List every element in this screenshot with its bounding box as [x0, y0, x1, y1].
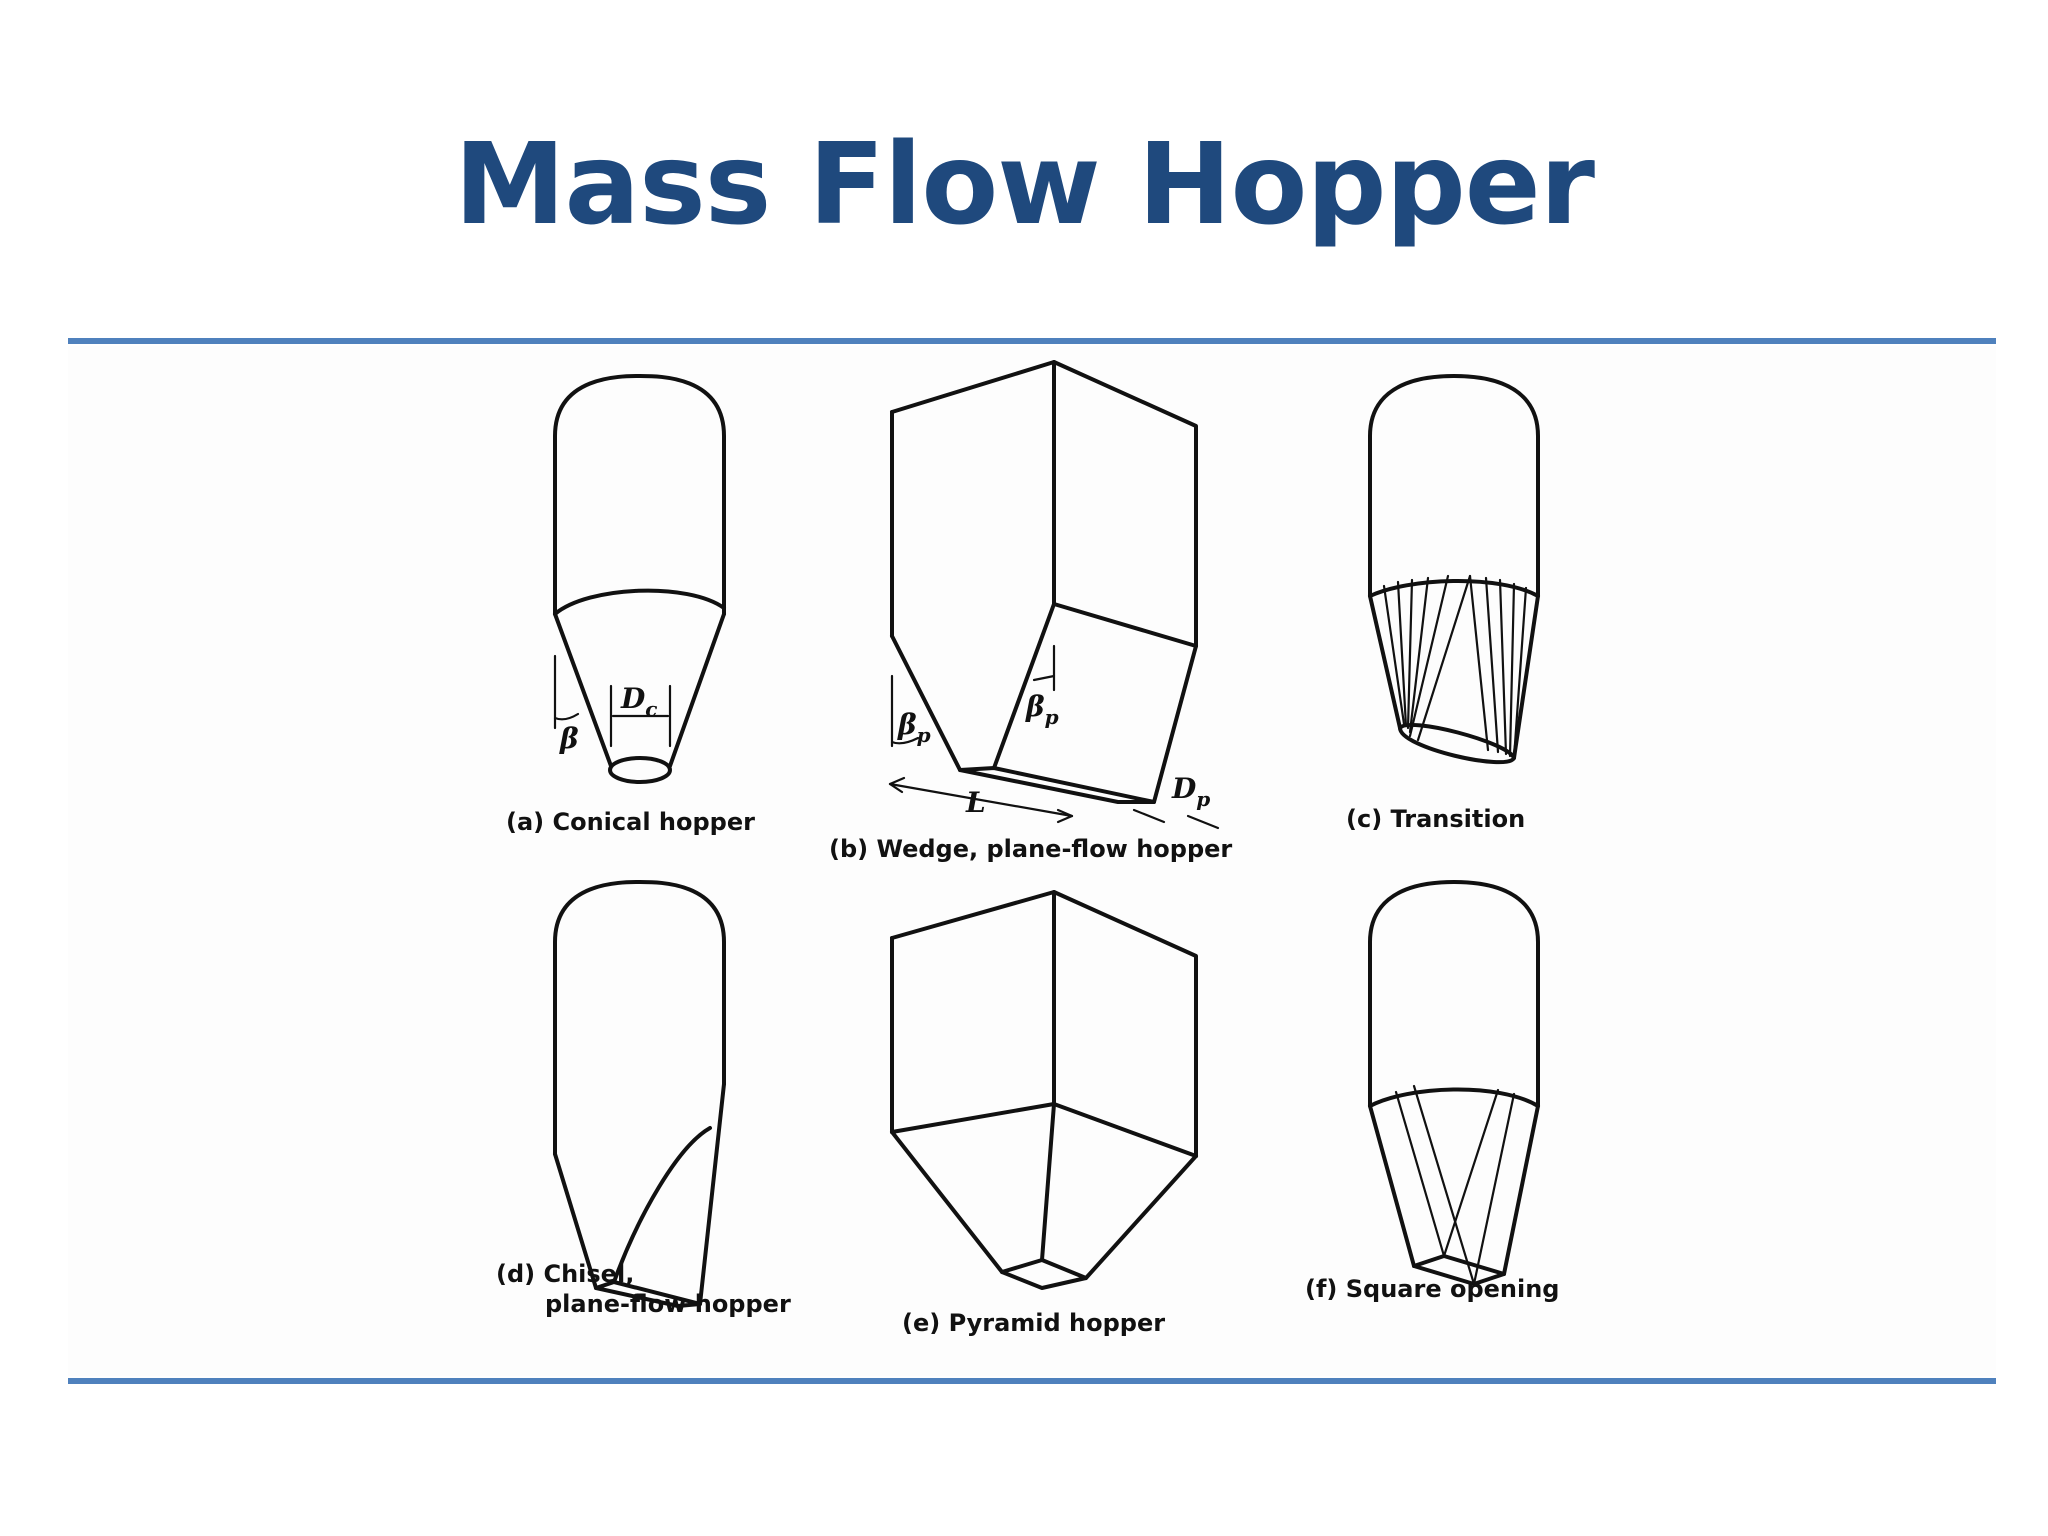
caption-conical-hopper: (a) Conical hopper — [506, 808, 755, 836]
hopper-figure: β Dc (a) Conical hopper — [68, 346, 1996, 1376]
hopper-diagram: β Dc (a) Conical hopper — [496, 360, 1559, 1337]
pyramid-hopper-drawing — [890, 890, 1198, 1290]
top-divider — [68, 338, 1996, 344]
beta-p-label-right: βp — [1025, 690, 1059, 729]
bottom-divider — [68, 1378, 1996, 1384]
caption-wedge-hopper: (b) Wedge, plane-flow hopper — [829, 835, 1232, 863]
caption-chisel-line2: plane-flow hopper — [545, 1290, 791, 1318]
square-opening-drawing — [1368, 880, 1540, 1286]
chisel-hopper-drawing — [553, 880, 726, 1308]
caption-transition: (c) Transition — [1346, 805, 1525, 833]
transition-hopper-drawing — [1368, 374, 1540, 765]
dp-label: Dp — [1171, 772, 1210, 811]
wedge-hopper-drawing — [888, 360, 1220, 830]
caption-chisel-line1: (d) Chisel, — [496, 1260, 634, 1288]
caption-pyramid-hopper: (e) Pyramid hopper — [902, 1309, 1165, 1337]
beta-label: β — [559, 722, 579, 755]
dc-label: Dc — [620, 682, 657, 721]
conical-hopper-drawing — [553, 374, 726, 784]
slide-title: Mass Flow Hopper — [454, 120, 1595, 250]
caption-square-opening: (f) Square opening — [1305, 1275, 1559, 1303]
beta-p-label-left: βp — [897, 708, 931, 747]
length-label: L — [965, 786, 986, 819]
